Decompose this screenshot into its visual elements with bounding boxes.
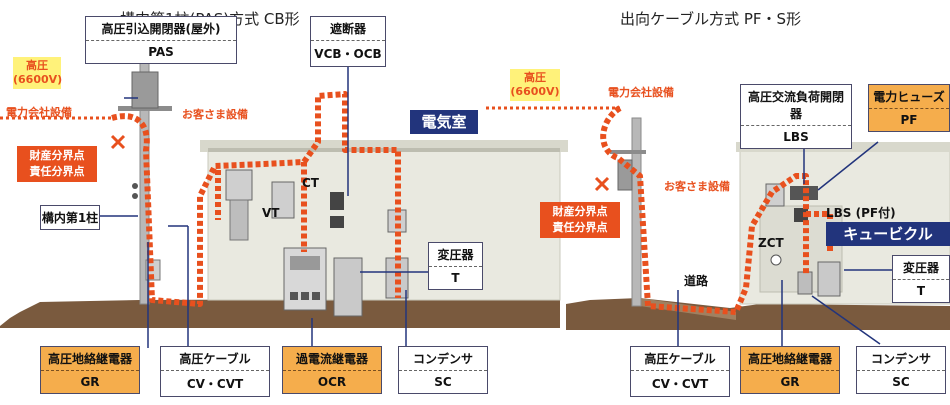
right-lbs-box: 高圧交流負荷開閉器 LBS	[740, 84, 852, 149]
right-power-company-label: 電力会社設備	[608, 86, 674, 99]
left-ocr-name: 過電流継電器	[283, 347, 381, 371]
right-transformer-name: 変圧器	[893, 256, 949, 280]
left-cable-name: 高圧ケーブル	[161, 347, 269, 371]
right-fuse-name: 電力ヒューズ	[869, 85, 949, 109]
left-gr-box: 高圧地絡継電器 GR	[40, 346, 140, 394]
right-transformer-box: 変圧器 T	[892, 255, 950, 303]
left-transformer-name: 変圧器	[429, 243, 482, 267]
left-boundary-tag: 財産分界点 責任分界点	[17, 146, 97, 182]
left-boundary-x-mark	[110, 134, 126, 150]
right-boundary-tag: 財産分界点 責任分界点	[540, 202, 620, 238]
left-ocr-box: 過電流継電器 OCR	[282, 346, 382, 394]
right-boundary-line2: 責任分界点	[552, 221, 608, 234]
right-sc-name: コンデンサ	[857, 347, 945, 371]
left-pas-code: PAS	[148, 45, 174, 59]
right-hv-voltage: (6600V)	[510, 85, 560, 98]
left-pas-box: 高圧引込開閉器(屋外) PAS	[85, 16, 237, 64]
right-gr-code: GR	[780, 375, 800, 389]
left-gr-code: GR	[80, 375, 100, 389]
right-road-label: 道路	[684, 274, 709, 288]
left-customer-label: お客さま設備	[182, 108, 248, 121]
right-cable-box: 高圧ケーブル CV・CVT	[630, 346, 730, 397]
left-hv-cable-path	[111, 91, 401, 307]
left-sc-code: SC	[434, 375, 452, 389]
right-boundary-line1: 財産分界点	[552, 205, 608, 218]
right-zct-label: ZCT	[758, 236, 784, 250]
left-hv-voltage: (6600V)	[13, 73, 63, 86]
left-cb-name: 遮断器	[311, 17, 385, 41]
left-cable-box: 高圧ケーブル CV・CVT	[160, 346, 270, 397]
right-cable-code: CV・CVT	[651, 377, 709, 391]
left-pole-label: 構内第1柱	[40, 205, 100, 230]
right-gr-box: 高圧地絡継電器 GR	[740, 346, 840, 394]
left-boundary-line2: 責任分界点	[29, 165, 85, 178]
left-cable-code: CV・CVT	[186, 377, 244, 391]
right-boundary-x-mark	[594, 176, 610, 192]
left-transformer-box: 変圧器 T	[428, 242, 483, 290]
right-lbs-code: LBS	[783, 130, 809, 144]
left-ocr-code: OCR	[317, 375, 347, 389]
left-gr-name: 高圧地絡継電器	[41, 347, 139, 371]
right-transformer-code: T	[916, 284, 926, 298]
left-equipment	[225, 169, 409, 317]
right-cable-name: 高圧ケーブル	[631, 347, 729, 371]
left-sc-box: コンデンサ SC	[398, 346, 488, 394]
left-cb-box: 遮断器 VCB・OCB	[310, 16, 386, 67]
left-ground	[0, 298, 560, 328]
left-room-label: 電気室	[410, 110, 478, 134]
right-gr-name: 高圧地絡継電器	[741, 347, 839, 371]
left-building	[200, 140, 568, 301]
right-cubicle-label: キュービクル	[826, 222, 950, 246]
left-sc-name: コンデンサ	[399, 347, 487, 371]
right-lbs-name: 高圧交流負荷開閉器	[741, 85, 851, 126]
left-boundary-line1: 財産分界点	[29, 149, 85, 162]
right-sc-code: SC	[892, 375, 910, 389]
left-transformer-code: T	[451, 271, 460, 285]
left-high-voltage-tag: 高圧 (6600V)	[13, 57, 63, 89]
right-sc-box: コンデンサ SC	[856, 346, 946, 394]
left-pas-name: 高圧引込開閉器(屋外)	[86, 17, 236, 41]
right-fuse-code: PF	[900, 113, 918, 127]
left-cb-code: VCB・OCB	[314, 47, 382, 61]
right-high-voltage-tag: 高圧 (6600V)	[510, 69, 560, 101]
right-lbs-pf-label: LBS (PF付)	[826, 206, 896, 220]
right-fuse-box: 電力ヒューズ PF	[868, 84, 950, 132]
left-callout-lines	[100, 66, 428, 348]
left-ct-label: CT	[302, 176, 319, 190]
right-diagram-title: 出向ケーブル方式 PF・S形	[620, 10, 802, 28]
right-hv-label: 高圧	[524, 71, 546, 84]
left-hv-label: 高圧	[26, 59, 48, 72]
right-road	[640, 298, 736, 320]
right-customer-label: お客さま設備	[664, 180, 730, 193]
left-power-company-label: 電力会社設備	[6, 106, 72, 119]
left-vt-label: VT	[262, 206, 280, 220]
